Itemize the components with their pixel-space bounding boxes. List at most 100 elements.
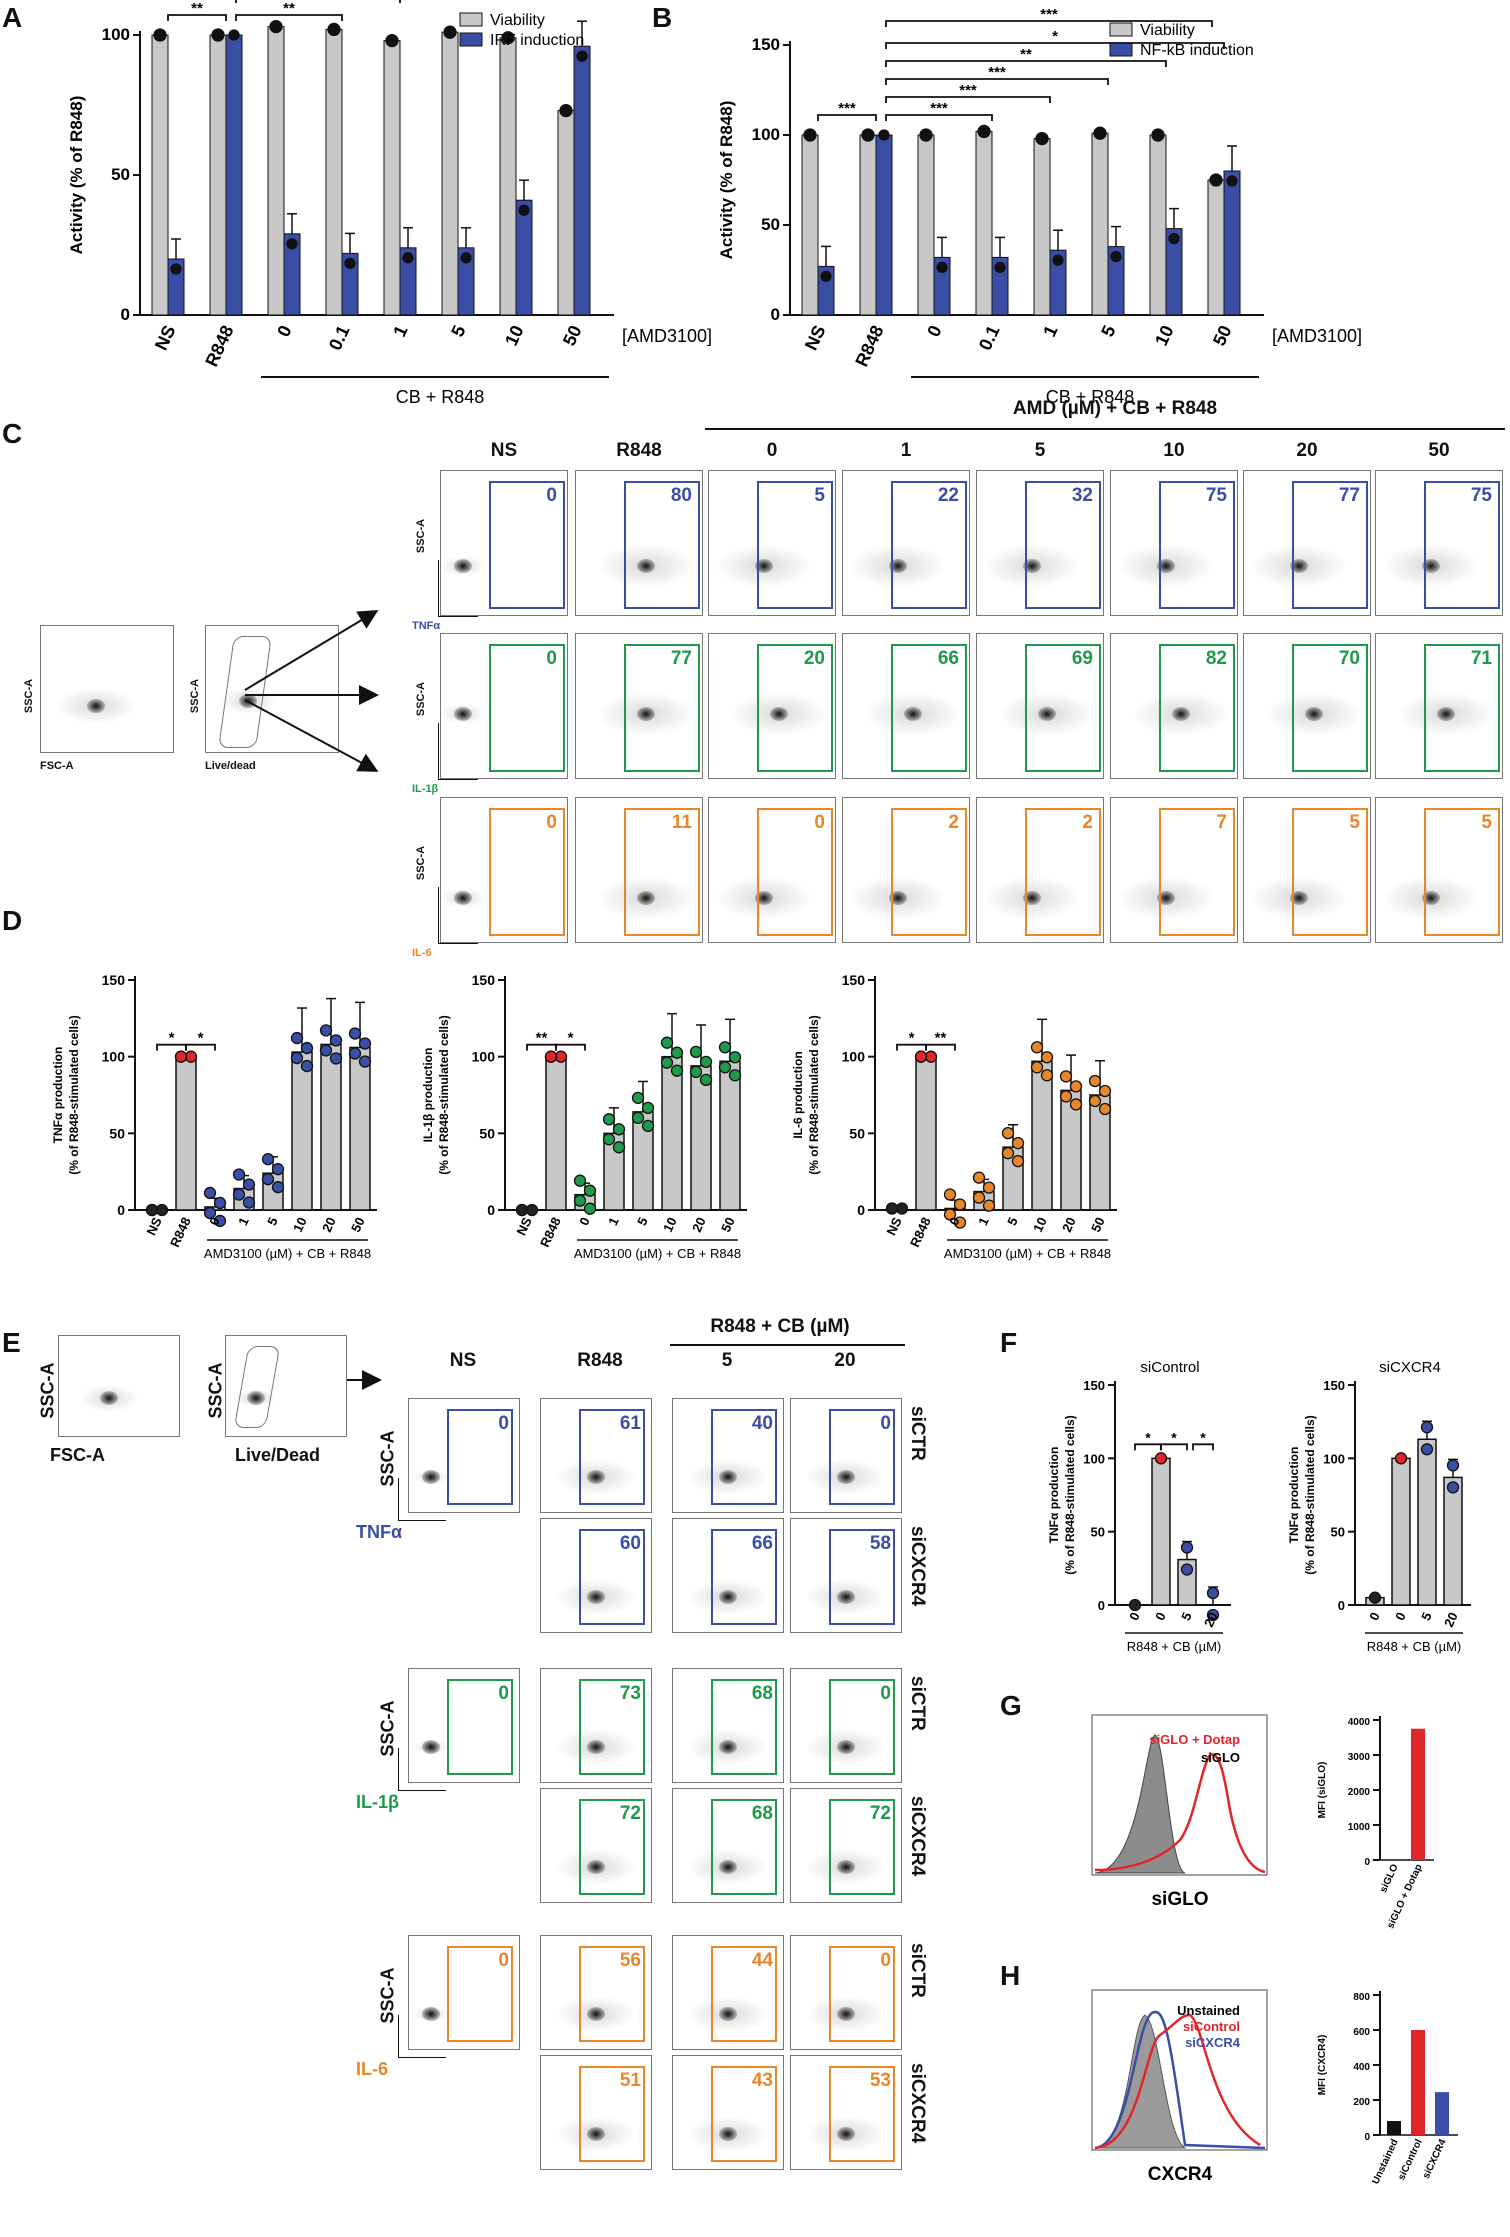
significance-label: * (1171, 1429, 1177, 1445)
data-point (953, 1198, 967, 1211)
gate-box (1424, 481, 1500, 609)
gate-value: 20 (803, 648, 825, 669)
data-point (878, 129, 890, 141)
density-core (904, 707, 922, 721)
significance-bracket (885, 42, 1225, 49)
gate-box (447, 1409, 513, 1505)
gate-value: 68 (751, 1803, 773, 1824)
density-core (247, 1391, 265, 1405)
data-point (1059, 1070, 1073, 1083)
y-axis-label: TNFα production (51, 1047, 65, 1144)
data-point (1088, 1074, 1102, 1088)
legend-swatch-viability (1109, 22, 1133, 37)
x-tick-label: 20 (1201, 1610, 1221, 1629)
y-tick-label: 150 (1083, 1378, 1105, 1393)
group-label: R848 + CB (µM) (1127, 1639, 1222, 1654)
y-axis-marker (398, 2015, 399, 2057)
data-point (1180, 1563, 1194, 1576)
density-core (837, 2127, 855, 2141)
flow-plot: 0 (790, 1668, 902, 1783)
density-core (1290, 559, 1308, 573)
gate-value: 11 (671, 812, 692, 833)
flow-plot: 0 (408, 1398, 520, 1513)
ssc-label: SSC-A (377, 1967, 398, 2024)
fsc-label: FSC-A (50, 1445, 105, 1465)
data-point (1030, 1061, 1044, 1074)
bar (690, 1065, 712, 1211)
gate-box (579, 1946, 645, 2042)
data-point (982, 1199, 996, 1212)
legend-label: siGLO (1201, 1750, 1240, 1765)
y-tick-label: 100 (752, 125, 780, 144)
x-tick-label: NS (883, 1215, 904, 1238)
gate-box (1025, 481, 1101, 609)
data-point (1151, 128, 1165, 142)
group-label: AMD3100 (µM) + CB + R848 (944, 1246, 1111, 1261)
data-point (1368, 1591, 1382, 1604)
legend-swatch-viability (459, 12, 483, 27)
x-axis-label: siGLO (1151, 1889, 1208, 1910)
data-point (319, 1044, 333, 1057)
flow-plot: 0 (790, 1935, 902, 2050)
group-label: AMD3100 (µM) + CB + R848 (574, 1246, 741, 1261)
y-axis-label: (% of R848-stimulated cells) (1063, 1415, 1077, 1574)
data-point (699, 1055, 713, 1069)
data-point (1011, 1154, 1025, 1168)
gate-box (1424, 808, 1500, 936)
gating-arrow (244, 699, 379, 772)
density-core (422, 1470, 440, 1484)
gate-box (829, 1529, 895, 1625)
y-tick-label: 100 (102, 1049, 126, 1065)
gate-value: 70 (1338, 648, 1360, 669)
significance-label: *** (988, 64, 1006, 81)
drug-label: [AMD3100] (622, 326, 712, 346)
data-point (612, 1123, 626, 1136)
group-header: AMD (µM) + CB + R848 (1012, 398, 1218, 419)
density-core (587, 1860, 605, 1874)
y-tick-label: 4000 (1348, 1717, 1371, 1728)
gate-box (579, 2066, 645, 2162)
gate-box (711, 1409, 777, 1505)
data-point (1059, 1090, 1073, 1103)
gate-value: 40 (751, 1413, 773, 1434)
density-core (422, 2007, 440, 2021)
gate-box (1292, 808, 1368, 936)
x-tick-label: 10 (290, 1215, 310, 1234)
significance-bracket (1160, 1443, 1188, 1451)
significance-label: ** (283, 0, 295, 17)
y-axis-label: TNFα production (1287, 1447, 1301, 1544)
data-point (1098, 1084, 1112, 1098)
data-point (290, 1051, 304, 1065)
y-tick-label: 50 (1331, 1525, 1345, 1540)
data-point (631, 1091, 645, 1105)
legend-label: Unstained (1177, 2003, 1240, 2018)
data-point (718, 1041, 732, 1054)
gate-value: 44 (751, 1950, 773, 1971)
data-point (329, 1052, 343, 1065)
gate-value: 0 (498, 1413, 509, 1434)
data-point (1209, 173, 1223, 187)
gate-value: 0 (546, 648, 557, 669)
flow-plot: 66 (672, 1518, 784, 1633)
panel-letter-d: D (2, 905, 23, 936)
gate-box (624, 644, 700, 772)
y-tick-label: 0 (487, 1202, 495, 1218)
flow-plot: 61 (540, 1398, 652, 1513)
x-tick-label: 10 (660, 1215, 680, 1234)
column-header: NS (490, 440, 518, 461)
data-point (1206, 1586, 1220, 1600)
data-point (327, 22, 341, 37)
gate-box (1292, 644, 1368, 772)
density-core (587, 1740, 605, 1754)
legend-swatch-induction (459, 32, 483, 47)
density-core (837, 1860, 855, 1874)
y-tick-label: 150 (752, 35, 780, 54)
gate-box (829, 1679, 895, 1775)
flow-plot: 70 (1243, 633, 1371, 779)
live-dead-plot (225, 1335, 347, 1437)
data-point (1128, 1598, 1142, 1612)
gate-value: 60 (619, 1533, 641, 1554)
data-point (885, 1202, 899, 1215)
